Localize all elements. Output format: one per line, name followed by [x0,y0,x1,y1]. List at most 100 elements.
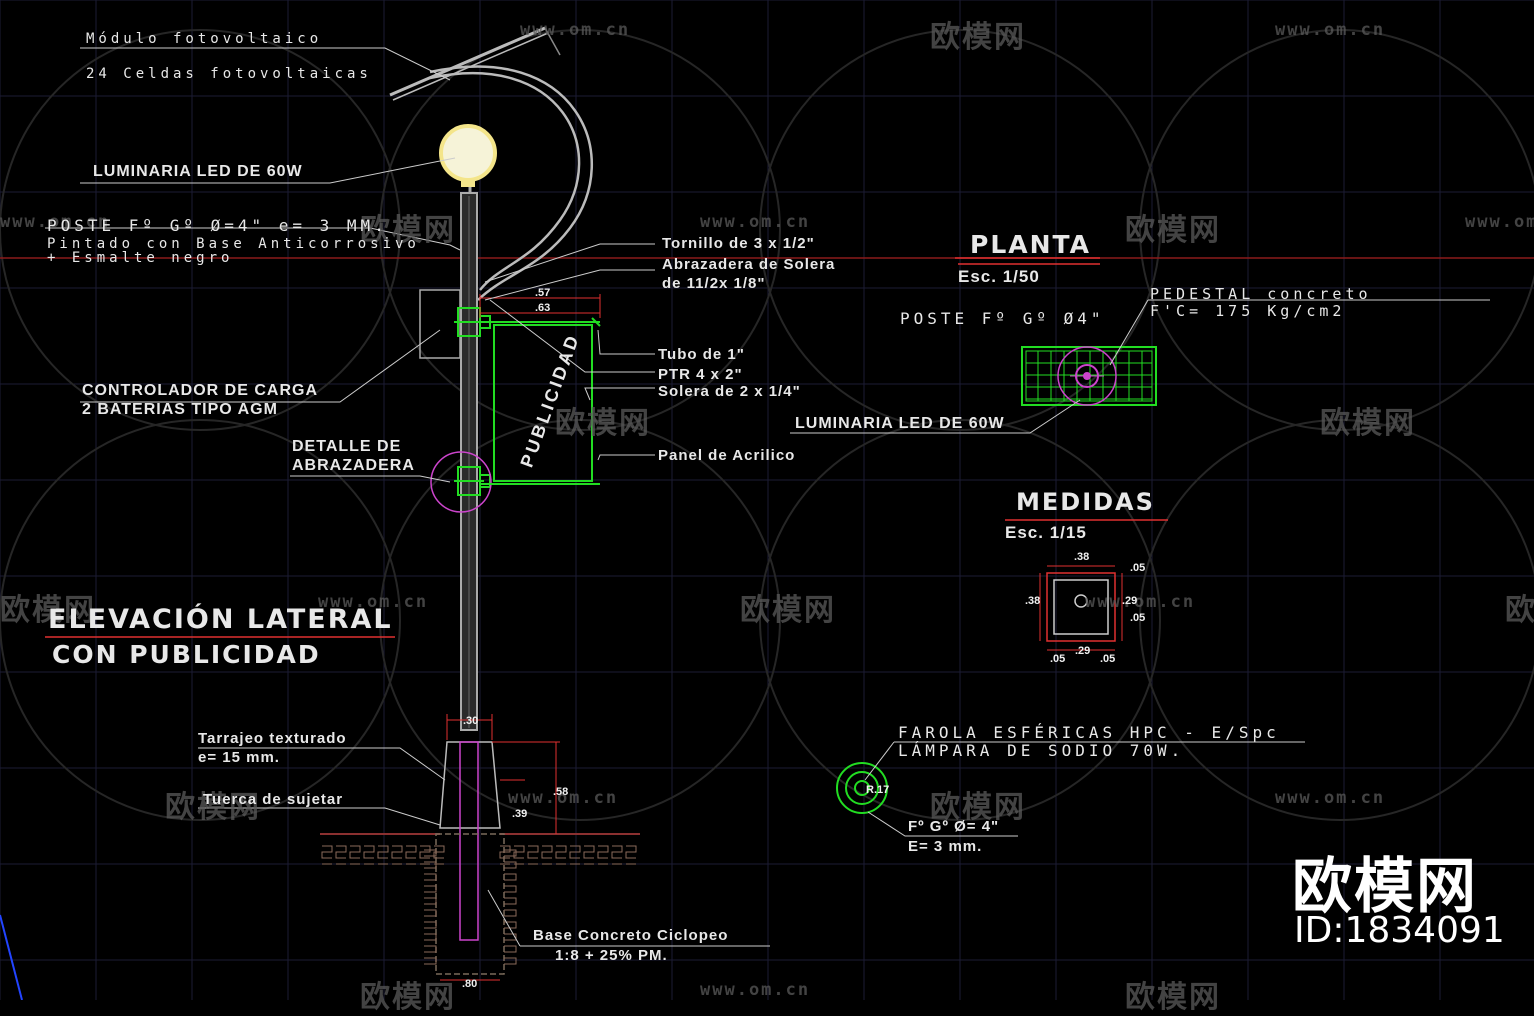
soil-hatch [321,845,637,965]
panel-dimensions [479,294,601,318]
soil-hatch-mark [504,957,517,965]
panel-label: Panel de Acrilico [658,447,796,464]
solera-label: Solera de 2 x 1/4" [658,383,801,400]
ptr-label: PTR 4 x 2" [658,366,743,383]
soil-hatch-mark [504,861,517,869]
watermark-brand: 欧模网 [740,593,836,628]
brand-id-label: ID:1834091 [1294,910,1505,951]
dim-80: .80 [462,978,478,990]
soil-hatch-mark [504,885,517,893]
soil-hatch-mark [335,845,347,865]
soil-hatch-mark [424,909,437,917]
pedestal-strength-label: F'C= 175 Kg/cm2 [1150,302,1346,320]
planta-scale: Esc. 1/50 [958,267,1040,286]
watermark-brand: 欧模网 [360,213,456,248]
planta-leaders [790,257,1490,434]
dim-63: .63 [535,302,551,314]
detalle-label: DETALLE DE [292,438,402,455]
watermark-brand: 欧模网 [1320,406,1416,441]
elevation-subtitle: CON PUBLICIDAD [52,640,321,669]
poste-paint-label: Pintado con Base Anticorrosivo [47,236,420,252]
soil-hatch-mark [424,849,437,857]
tarrajeo-label: Tarrajeo texturado [198,730,347,747]
planta-poste-label: POSTE Fº Gº Ø4" [900,309,1105,328]
pedestal-label: PEDESTAL concreto [1150,285,1372,303]
soil-hatch-mark [625,845,637,865]
soil-hatch-mark [504,909,517,917]
medidas-title: MEDIDAS [1016,488,1155,516]
tuerca-label: Tuerca de sujetar [203,791,344,808]
watermark-url: www.om.cn [700,212,811,232]
soil-hatch-mark [424,957,437,965]
soil-hatch-mark [321,845,333,865]
soil-hatch-mark [504,897,517,905]
farola-spec-label: Fº Gº Ø= 4" [908,818,1000,835]
watermark-brand: 欧模网 [930,20,1026,55]
watermark-brand: 欧模网 [930,790,1026,825]
watermark-url: www.om.cn [1465,212,1534,232]
watermark-url: www.om.cn [520,20,631,40]
medidas-dim-05: .05 [1050,653,1066,665]
luminaria-label: LUMINARIA LED DE 60W [93,163,303,180]
corner-line [0,914,23,1000]
watermark-brand: 欧模网 [165,790,261,825]
watermark-brand: 欧模网 [1125,213,1221,248]
soil-hatch-mark [424,933,437,941]
watermark-arcs [0,29,1534,821]
farola-drawing [836,741,1305,837]
medidas-scale: Esc. 1/15 [1005,523,1087,542]
advertising-panel [480,317,601,485]
soil-hatch-mark [424,897,437,905]
watermark-url: www.om.cn [1085,592,1196,612]
clamp-detail-circle [430,451,492,513]
soil-hatch-mark [583,845,595,865]
watermark-url: www.om.cn [0,212,111,232]
base-label: Base Concreto Ciclopeo [533,927,729,944]
tornillo-label: Tornillo de 3 x 1/2" [662,235,815,252]
abrazadera-label: Abrazadera de Solera [662,256,836,273]
medidas-dim-05: .05 [1130,562,1146,574]
planta-drawing [1021,346,1157,406]
planta-luminaria-label: LUMINARIA LED DE 60W [795,415,1005,432]
medidas-dim-top: .38 [1074,551,1090,563]
watermark-url: www.om.cn [508,788,619,808]
controller-box [419,289,461,359]
dim-58: .58 [553,786,569,798]
elevation-leaders [45,47,770,947]
farola-label: FAROLA ESFÉRICAS HPC - E/Spc [898,723,1280,742]
watermark-brand: 欧模网 [555,406,651,441]
farola-thickness-label: E= 3 mm. [908,838,983,855]
farola-radius: R.17 [866,784,890,796]
watermark-url: www.om.cn [1275,788,1386,808]
poste-label: POSTE Fº Gº Ø=4" e= 3 MM. [47,216,388,235]
soil-hatch-mark [504,873,517,881]
base-mix-label: 1:8 + 25% PM. [555,947,668,964]
controlador-label: CONTROLADOR DE CARGA [82,382,318,399]
tarrajeo-thickness-label: e= 15 mm. [198,749,280,766]
watermark-url: www.om.cn [318,592,429,612]
elevation-title: ELEVACIÓN LATERAL [48,604,393,635]
soil-hatch-mark [504,849,517,857]
lampara-label: LÁMPARA DE SODIO 70W. [898,741,1185,760]
soil-hatch-mark [504,921,517,929]
dim-57: .57 [535,287,551,299]
soil-hatch-mark [424,945,437,953]
soil-hatch-mark [424,873,437,881]
soil-hatch-mark [504,945,517,953]
medidas-dim-right: .29 [1122,595,1138,607]
soil-hatch-mark [541,845,553,865]
tubo-label: Tubo de 1" [658,346,745,363]
planta-title: PLANTA [970,230,1091,259]
soil-hatch-mark [611,845,623,865]
baterias-label: 2 BATERIAS TIPO AGM [82,401,278,418]
modulo-label: Módulo fotovoltaico [86,31,323,47]
soil-hatch-mark [499,845,511,865]
curved-arm [429,65,593,301]
medidas-dim-left: .38 [1025,595,1041,607]
soil-hatch-mark [363,845,375,865]
watermark-brand: 欧模网 [0,593,96,628]
medidas-dim-05: .05 [1130,612,1146,624]
soil-hatch-mark [555,845,567,865]
